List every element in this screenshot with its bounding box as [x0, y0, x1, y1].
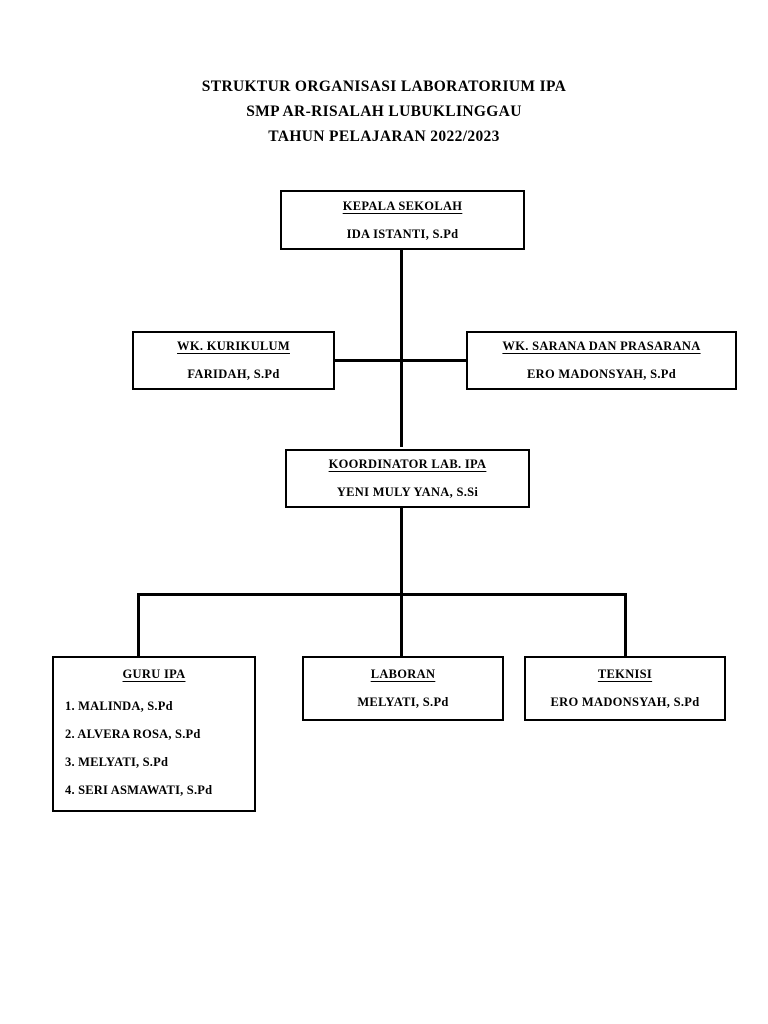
- list-item: 4. SERI ASMAWATI, S.Pd: [65, 783, 213, 797]
- node-title-kepala-sekolah: KEPALA SEKOLAH: [342, 198, 463, 213]
- node-title-laboran: LABORAN: [370, 667, 436, 681]
- node-wk-kurikulum[interactable]: WK. KURIKULUM FARIDAH, S.Pd: [132, 331, 335, 390]
- connector-crossbar-wakil-kepala: [333, 359, 468, 362]
- connector-bus-to-guru-ipa: [137, 593, 140, 656]
- page-title: STRUKTUR ORGANISASI LABORATORIUM IPA SMP…: [0, 74, 768, 149]
- node-guru-ipa[interactable]: GURU IPA 1. MALINDA, S.Pd 2. ALVERA ROSA…: [52, 656, 256, 812]
- connector-koordinator-trunk: [400, 508, 403, 656]
- connector-bus-to-teknisi: [624, 593, 627, 656]
- node-kepala-sekolah[interactable]: KEPALA SEKOLAH IDA ISTANTI, S.Pd: [280, 190, 525, 250]
- node-name-wk-kurikulum: FARIDAH, S.Pd: [187, 367, 280, 381]
- node-name-kepala-sekolah: IDA ISTANTI, S.Pd: [346, 226, 459, 241]
- title-line-1: STRUKTUR ORGANISASI LABORATORIUM IPA: [201, 78, 567, 95]
- node-title-wk-sarana-prasarana: WK. SARANA DAN PRASARANA: [502, 339, 701, 353]
- node-laboran[interactable]: LABORAN MELYATI, S.Pd: [302, 656, 504, 721]
- node-title-koordinator-lab-ipa: KOORDINATOR LAB. IPA: [328, 457, 487, 471]
- list-item: 1. MALINDA, S.Pd: [65, 699, 173, 713]
- connector-bus-level-4: [137, 593, 627, 596]
- node-name-koordinator-lab-ipa: YENI MULY YANA, S.Si: [336, 485, 479, 499]
- list-item: 3. MELYATI, S.Pd: [65, 755, 169, 769]
- title-line-2: SMP AR-RISALAH LUBUKLINGGAU: [246, 103, 522, 120]
- node-teknisi[interactable]: TEKNISI ERO MADONSYAH, S.Pd: [524, 656, 726, 721]
- node-name-wk-sarana-prasarana: ERO MADONSYAH, S.Pd: [526, 367, 676, 381]
- node-title-teknisi: TEKNISI: [597, 667, 653, 681]
- list-item: 2. ALVERA ROSA, S.Pd: [65, 727, 201, 741]
- node-title-guru-ipa: GURU IPA: [122, 667, 186, 681]
- node-title-wk-kurikulum: WK. KURIKULUM: [177, 339, 290, 353]
- connector-kepala-to-koordinator: [400, 249, 403, 447]
- guru-ipa-member-list: 1. MALINDA, S.Pd 2. ALVERA ROSA, S.Pd 3.…: [54, 692, 254, 804]
- node-wk-sarana-prasarana[interactable]: WK. SARANA DAN PRASARANA ERO MADONSYAH, …: [466, 331, 737, 390]
- title-line-3: TAHUN PELAJARAN 2022/2023: [268, 128, 500, 145]
- node-name-teknisi: ERO MADONSYAH, S.Pd: [550, 695, 700, 709]
- node-name-laboran: MELYATI, S.Pd: [357, 695, 449, 709]
- node-koordinator-lab-ipa[interactable]: KOORDINATOR LAB. IPA YENI MULY YANA, S.S…: [285, 449, 530, 508]
